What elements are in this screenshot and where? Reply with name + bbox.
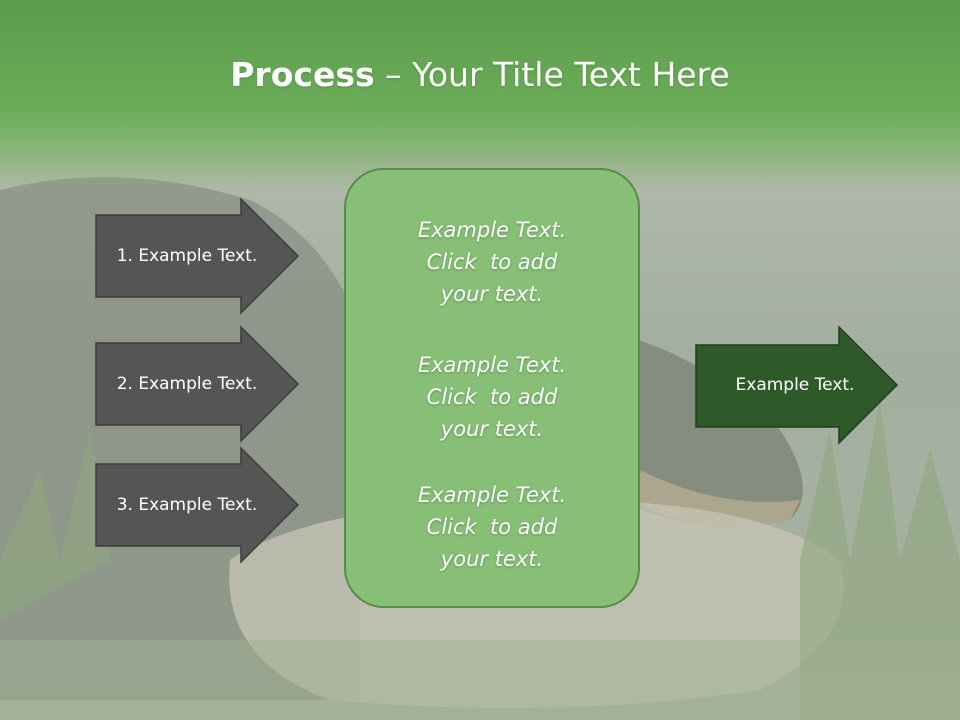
arrow-2[interactable]: 2. Example Text.: [95, 325, 301, 443]
center-text-block-2: Example Text. Click to add your text.: [346, 349, 638, 445]
block-1-line-1: Example Text.: [417, 218, 567, 242]
arrow-2-shape: [95, 325, 300, 443]
block-2-line-2: Click to add: [426, 385, 558, 409]
right-arrow-label: Example Text.: [735, 375, 855, 395]
arrow-2-label: 2. Example Text.: [116, 374, 258, 394]
arrow-1[interactable]: 1. Example Text.: [95, 197, 301, 315]
block-3-line-3: your text.: [440, 547, 544, 571]
block-1-line-2: Click to add: [426, 250, 558, 274]
center-text-block-3: Example Text. Click to add your text.: [346, 479, 638, 575]
block-3-line-1: Example Text.: [417, 483, 567, 507]
block-2-line-1: Example Text.: [417, 353, 567, 377]
block-1-line-3: your text.: [440, 282, 544, 306]
right-arrow-shape: [695, 325, 899, 445]
arrow-1-shape: [95, 197, 300, 315]
block-3-line-2: Click to add: [426, 515, 558, 539]
slide-title[interactable]: Process – Your Title Text Here: [0, 52, 960, 98]
title-bold-text: Process: [230, 55, 375, 94]
arrow-3-label: 3. Example Text.: [116, 495, 258, 515]
center-text-box[interactable]: Example Text. Click to add your text. Ex…: [344, 168, 640, 608]
arrow-3-shape: [95, 446, 300, 564]
title-rest-text: – Your Title Text Here: [374, 55, 730, 94]
title-band: [0, 0, 960, 190]
right-arrow[interactable]: Example Text.: [695, 325, 899, 445]
arrow-1-label: 1. Example Text.: [116, 246, 258, 266]
block-2-line-3: your text.: [440, 417, 544, 441]
arrow-3[interactable]: 3. Example Text.: [95, 446, 301, 564]
center-text-block-1: Example Text. Click to add your text.: [346, 214, 638, 310]
